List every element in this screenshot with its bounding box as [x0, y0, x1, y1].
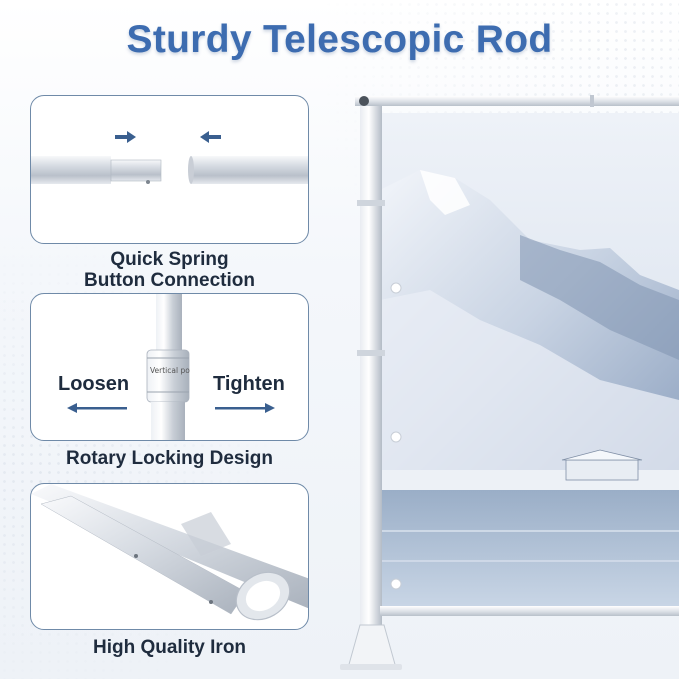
double-arrow-left-icon [67, 403, 127, 413]
spring-connection-panel [30, 95, 309, 244]
double-arrow-right-icon [215, 403, 275, 413]
spring-connection-caption: Quick Spring Button Connection [30, 249, 309, 291]
loosen-label: Loosen [58, 373, 130, 395]
caption-line-2: Button Connection [84, 270, 255, 291]
rotary-locking-caption: Rotary Locking Design [66, 448, 273, 469]
iron-material-caption: High Quality Iron [92, 637, 247, 658]
right-tube-opening [188, 156, 194, 184]
left-tube [31, 156, 111, 184]
rotary-locking-illustration: Vertical po [67, 294, 275, 440]
arrow-right-icon [115, 131, 136, 143]
pole-text: Vertical po [150, 366, 190, 375]
tighten-label: Tighten [213, 373, 285, 395]
spring-button [146, 180, 150, 184]
right-tube [191, 156, 308, 184]
page-title: Sturdy Telescopic Rod [126, 18, 553, 61]
iron-tubes-illustration [31, 484, 308, 621]
arrow-left-icon [200, 131, 221, 143]
inner-tube-insert [110, 159, 162, 182]
upper-pole [156, 294, 182, 354]
lower-iron-tube [40, 495, 291, 621]
rotary-locking-panel: Vertical po Loosen Tighten [30, 293, 309, 441]
lower-pole [151, 402, 185, 440]
spring-connection-illustration [31, 131, 308, 184]
caption-line-1: Quick Spring [110, 249, 229, 270]
iron-material-panel [30, 483, 309, 630]
